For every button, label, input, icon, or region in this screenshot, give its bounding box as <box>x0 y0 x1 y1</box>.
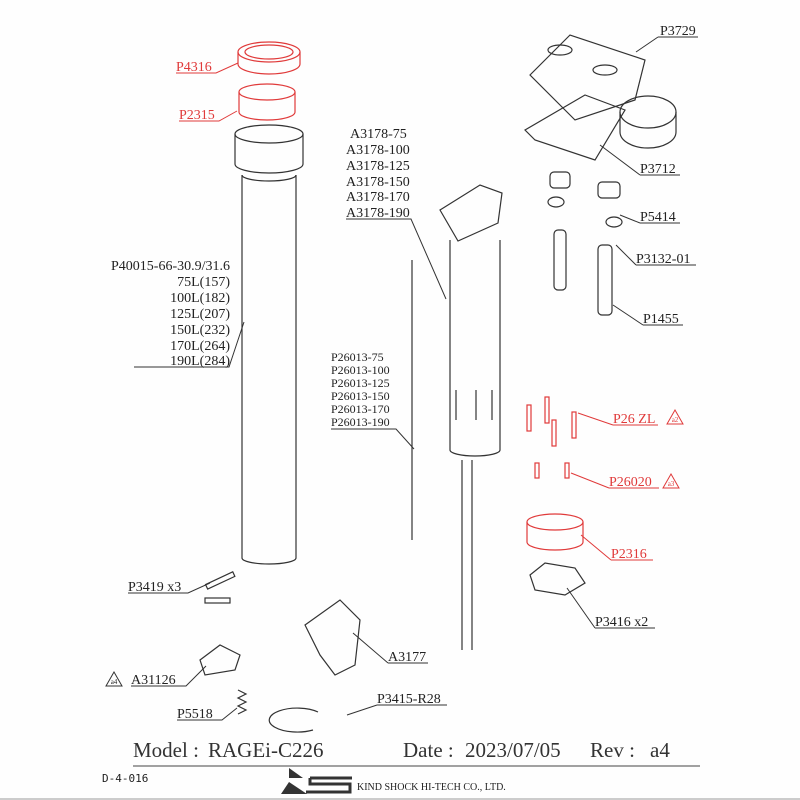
label-p40015-125: 125L(207) <box>170 307 230 322</box>
label-a31126: A31126 <box>131 673 176 688</box>
label-a3178-100: A3178-100 <box>346 143 410 158</box>
label-p3415: P3415-R28 <box>377 692 441 707</box>
label-p26013-75: P26013-75 <box>331 350 384 364</box>
document-number: D-4-016 <box>102 772 148 785</box>
label-p3729: P3729 <box>660 24 696 39</box>
label-p40015-75: 75L(157) <box>177 275 230 290</box>
part-p3415-circlip <box>268 707 319 733</box>
title-block: Model : RAGEi-C226 Date : 2023/07/05 Rev… <box>0 738 800 800</box>
label-a3178-list: A3178-75 A3178-100 A3178-125 A3178-150 A… <box>346 127 410 221</box>
label-p26013-100: P26013-100 <box>331 363 390 377</box>
label-a3178-125: A3178-125 <box>346 159 410 174</box>
label-a3178-150: A3178-150 <box>346 175 410 190</box>
part-a31126 <box>199 644 241 676</box>
date-value: 2023/07/05 <box>465 738 561 762</box>
label-p26020: P26020 <box>609 475 652 490</box>
part-a3177-housing <box>304 599 361 676</box>
label-a3178-170: A3178-170 <box>346 190 410 205</box>
label-p5518: P5518 <box>177 707 213 722</box>
label-p40015-190: 190L(284) <box>170 354 230 369</box>
revision-a3: a3 <box>668 480 675 488</box>
part-p40015-outer-tube <box>234 124 304 565</box>
part-p4316-seal <box>237 41 301 75</box>
label-p40015-170: 170L(264) <box>170 339 230 354</box>
label-p1455: P1455 <box>643 312 679 327</box>
part-p26-pins <box>526 396 577 479</box>
label-p26zl: P26 ZL <box>613 412 655 427</box>
ks-logo <box>281 768 352 794</box>
date-label: Date : <box>403 738 454 762</box>
label-p26013-170: P26013-170 <box>331 402 390 416</box>
label-p40015-100: 100L(182) <box>170 291 230 306</box>
part-p3416-plate <box>529 562 586 596</box>
label-p26013-190: P26013-190 <box>331 415 390 429</box>
revision-a2: a2 <box>672 416 679 424</box>
part-a3178-inner-post <box>439 184 503 650</box>
label-a3178-75: A3178-75 <box>350 127 407 142</box>
label-p2315: P2315 <box>179 108 215 123</box>
label-p3132: P3132-01 <box>636 252 690 267</box>
label-p40015-150: 150L(232) <box>170 323 230 338</box>
label-p3712: P3712 <box>640 162 676 177</box>
part-p5518-spring <box>236 689 248 715</box>
label-a3178-190: A3178-190 <box>346 206 410 221</box>
label-p3416: P3416 x2 <box>595 615 648 630</box>
label-p4316: P4316 <box>176 60 212 75</box>
company-name: KIND SHOCK HI-TECH CO., LTD. <box>357 782 506 793</box>
label-p40015-list: P40015-66-30.9/31.6 75L(157) 100L(182) 1… <box>111 259 230 369</box>
part-p3712-clamp <box>524 94 677 161</box>
part-p2316-bushing <box>526 513 584 551</box>
label-p2316: P2316 <box>611 547 647 562</box>
label-p26013-list: P26013-75 P26013-100 P26013-125 P26013-1… <box>331 350 390 429</box>
part-p3419-pins <box>204 571 236 604</box>
part-p5414-barrel-nuts <box>547 171 623 228</box>
rev-label: Rev : <box>590 738 635 762</box>
revision-a4: a4 <box>111 678 118 686</box>
label-p5414: P5414 <box>640 210 676 225</box>
label-p40015: P40015-66-30.9/31.6 <box>111 259 230 274</box>
label-p3419: P3419 x3 <box>128 580 181 595</box>
label-p26013-125: P26013-125 <box>331 376 390 390</box>
revision-triangle-a4: a4 <box>105 670 123 687</box>
label-a3177: A3177 <box>388 650 426 665</box>
model-label: Model : <box>133 738 199 762</box>
label-p26013-150: P26013-150 <box>331 389 390 403</box>
part-bolts <box>553 229 613 316</box>
revision-triangle-a2: a2 <box>666 408 684 425</box>
part-p2315-bushing <box>238 83 296 121</box>
revision-triangle-a3: a3 <box>662 472 680 489</box>
model-value: RAGEi-C226 <box>208 738 324 762</box>
part-p3729-clamp <box>529 34 646 121</box>
rev-value: a4 <box>650 738 670 762</box>
